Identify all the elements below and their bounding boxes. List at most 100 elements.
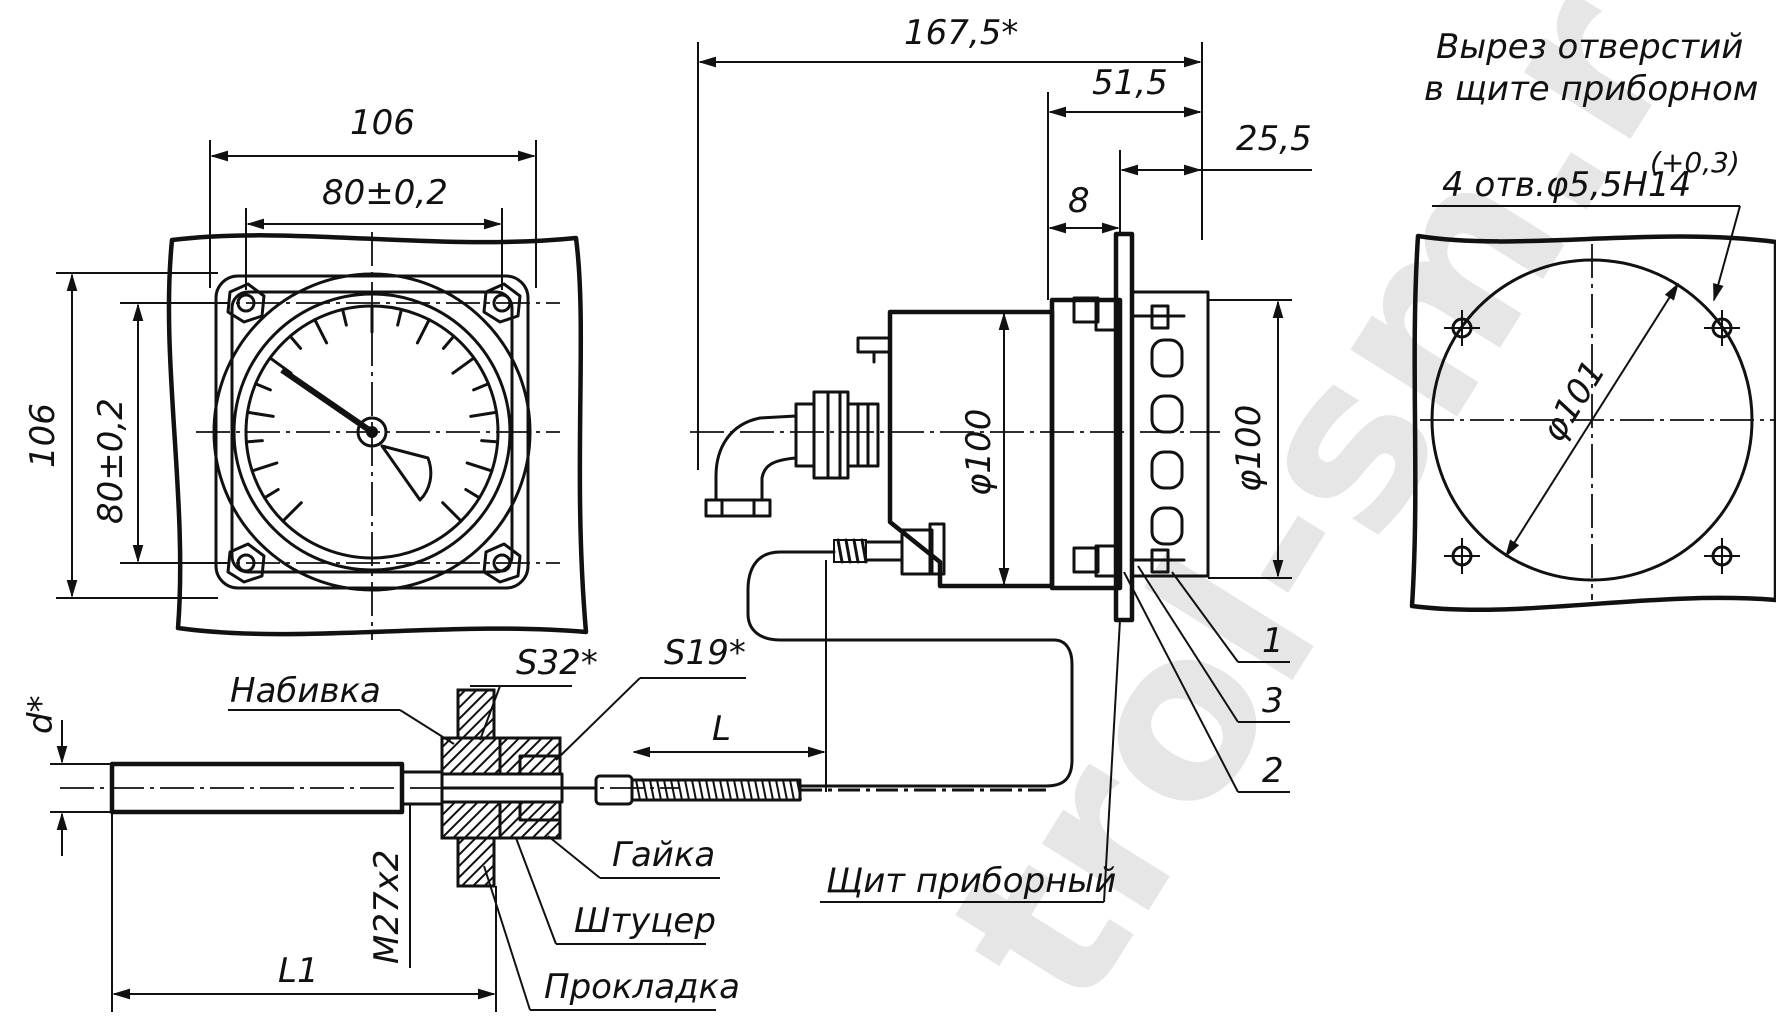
dial-pointer [280,367,374,435]
label-nut: Гайка [612,835,715,875]
spring-coil [635,779,641,801]
dial-tick [472,382,490,392]
spring-coil [663,779,669,801]
cutout-note-leader [1713,205,1741,302]
dial-sector [380,444,433,502]
cutout-holes-tolerance: (+0,3) [1650,146,1740,179]
callout-3: 3 [1262,681,1284,721]
dial-tick [441,334,456,350]
side-stud-bottom [1072,544,1186,578]
cutout-title-1: Вырез отверстий [1436,27,1743,67]
dim-cutout-diameter [1505,282,1679,558]
dim-front-width-label: 106 [350,103,415,143]
dim-side-total-label: 167,5* [904,13,1018,53]
callout-1: 1 [1262,621,1284,661]
spring-coil [775,779,781,801]
spring-coil [705,779,711,801]
dial-tick [469,410,498,418]
spring-coil [691,779,697,801]
spring-coil [719,779,725,801]
side-capillary-fitting [833,522,946,576]
label-thread: M27x2 [367,850,407,964]
cutout-hole-bl [1444,538,1480,574]
side-coils [1150,338,1184,546]
cutout-hole-tl [1444,310,1480,346]
dim-front-vholes-label: 80±0,2 [91,398,131,524]
cutout-hole-br [1704,538,1740,574]
callout-3-leader [1137,565,1239,723]
spring-coil [747,779,753,801]
label-packing-leader [399,709,455,745]
dial-tick [341,307,348,327]
spring-coil [761,779,767,801]
front-panel-outline [166,233,589,637]
dim-side-flange-label: 25,5 [1236,119,1312,159]
spring-coil [642,779,648,801]
panel-leader [1103,619,1121,903]
spring-coil [684,779,690,801]
dial-tick [480,439,500,444]
spring-coil [740,779,746,801]
sensor-probe [109,761,405,815]
spring-coil [712,779,718,801]
dial-tick [464,487,481,500]
dial-tick [313,318,329,345]
dial-tick [415,318,431,345]
dim-side-body-label: 51,5 [1092,63,1168,103]
sensor-ferrule [594,774,634,806]
dim-front-height-label: 106 [23,403,63,468]
spring-coil [677,779,683,801]
dial-tick [451,356,476,375]
side-rear-housing [1049,297,1123,591]
dim-front-holes-label: 80±0,2 [322,173,448,213]
cutout-holes-note: 4 отв.φ5,5H14 [1442,165,1691,205]
dim-side-back-diameter-label: φ100 [1229,405,1269,492]
sensor-spring-coils [635,779,802,801]
spring-coil [698,779,704,801]
spring-coil [789,779,795,801]
dial-tick [263,487,280,500]
label-L: L [712,709,731,749]
spring-coil [796,779,802,801]
dial-tick [246,410,275,418]
spring-coil [754,779,760,801]
dial-tick [254,382,272,392]
dim-side-gap-label: 8 [1068,181,1090,221]
side-top-screw [856,336,892,354]
panel-label: Щит приборный [826,861,1116,901]
spring-coil [768,779,774,801]
dial-tick [465,461,494,473]
callout-1-leader [1171,571,1239,663]
spring-coil [726,779,732,801]
spring-coil [782,779,788,801]
dial-tick [441,501,463,523]
spring-coil [733,779,739,801]
cutout-panel [1409,233,1776,613]
dial-tick [244,439,264,444]
label-s19: S19* [664,633,746,673]
dim-side-diameter-label: φ100 [959,409,999,496]
dial-tick [288,334,303,350]
spring-coil [656,779,662,801]
cutout-title-2: в щите приборном [1424,69,1758,109]
side-stud-top [1072,296,1186,332]
callout-2: 2 [1262,751,1284,791]
dial-tick [281,501,303,523]
label-L1: L1 [278,951,319,991]
label-s32: S32* [516,643,598,683]
cutout-hole-tr [1704,310,1740,346]
dial-tick [250,461,279,473]
label-d: d* [21,695,61,734]
label-gasket: Прокладка [544,967,740,1007]
spring-coil [649,779,655,801]
side-view: 167,5* 51,5 25,5 8 φ100 φ100 1 3 2 Щи [690,13,1312,903]
side-connector [704,390,880,518]
callout-2-leader [1123,571,1239,793]
dial-tick [396,307,403,327]
sensor-view: Набивка S32* S19* d* L M27x2 L1 Гайка [21,560,1046,1012]
front-view: 106 80±0,2 106 80±0,2 [23,103,589,640]
label-packing: Набивка [230,671,381,711]
side-bezel [1130,290,1210,578]
label-fitting: Штуцер [574,901,716,941]
